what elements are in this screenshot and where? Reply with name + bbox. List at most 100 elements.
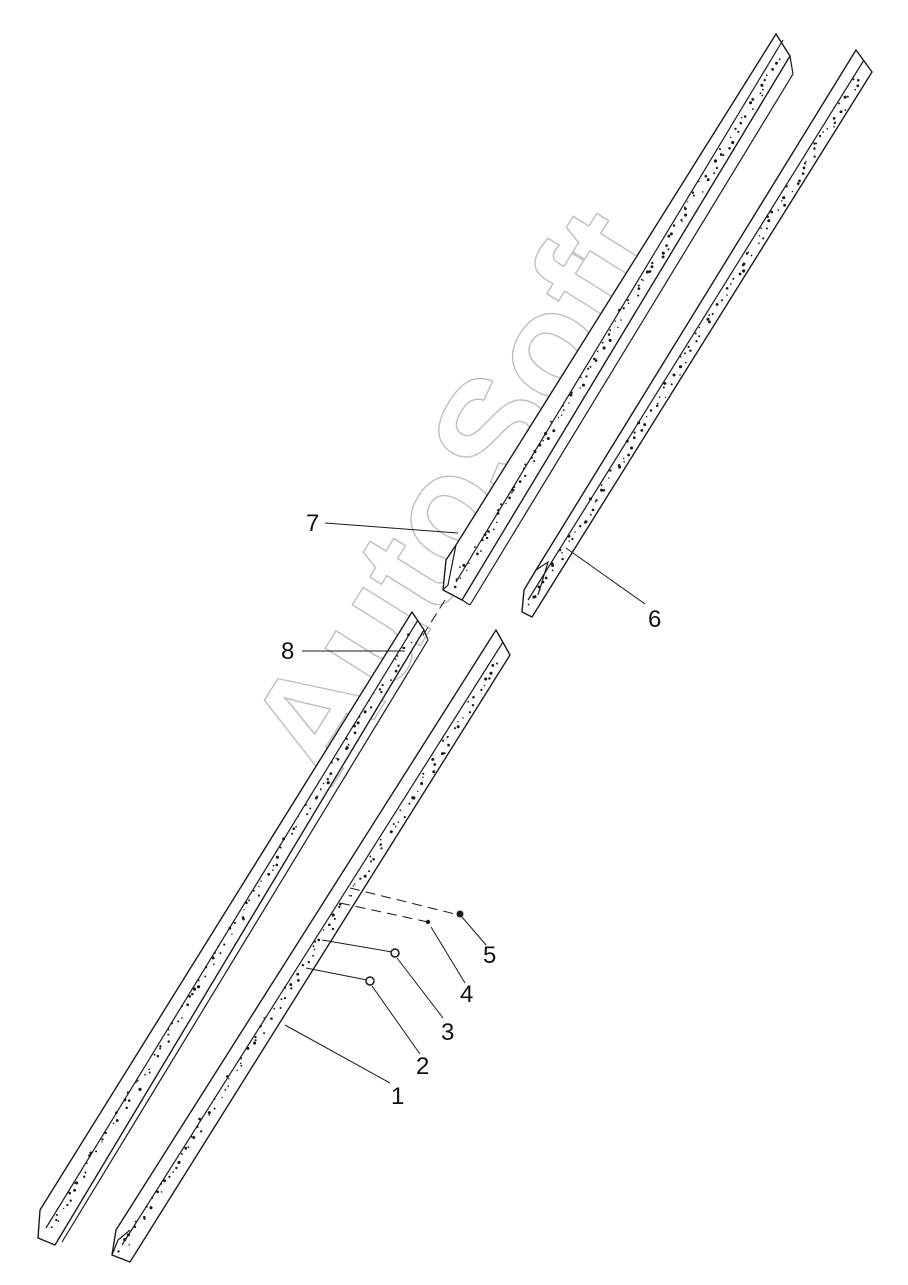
perforation-dot: [747, 251, 750, 254]
perforation-dot: [352, 885, 355, 887]
perforation-dot: [762, 237, 765, 240]
perforation-dot: [726, 294, 728, 296]
perforation-dot: [567, 534, 571, 538]
perforation-dot: [126, 1091, 130, 1094]
perforation-dot: [627, 453, 630, 457]
perforation-dot: [347, 743, 350, 746]
perforation-dot: [143, 1218, 146, 1221]
perforation-dot: [219, 952, 222, 955]
perforation-dot: [117, 1250, 120, 1253]
perforation-dot: [153, 1053, 156, 1056]
perforation-dot: [213, 951, 216, 955]
perforation-dot: [622, 307, 625, 310]
perforation-dot: [397, 664, 400, 667]
perforation-dot: [552, 429, 556, 433]
perforation-dot: [560, 414, 563, 416]
perforation-dot: [833, 125, 835, 128]
perforation-dot: [160, 1191, 163, 1193]
callout-6: 6: [648, 606, 661, 633]
perforation-dot: [422, 772, 425, 775]
perforation-dot: [263, 1032, 266, 1035]
perforation-dot: [156, 1054, 160, 1058]
perforation-dot: [602, 346, 606, 350]
perforation-dot: [594, 359, 598, 362]
part-4-washer: [425, 919, 431, 925]
perforation-dot: [272, 869, 274, 871]
perforation-dot: [368, 699, 370, 702]
perforation-dot: [609, 329, 612, 332]
perforation-dot: [270, 1017, 273, 1020]
perforation-dot: [257, 894, 260, 897]
perforation-dot: [363, 874, 367, 878]
perforation-dot: [600, 484, 603, 487]
perforation-dot: [741, 263, 745, 267]
perforation-dot: [95, 1150, 98, 1153]
perforation-dot: [704, 174, 708, 178]
perforation-dot: [669, 232, 673, 236]
perforation-dot: [138, 1087, 142, 1091]
perforation-dot: [561, 557, 564, 561]
perforation-dot: [330, 761, 333, 764]
perforation-dot: [453, 585, 457, 589]
perforation-dot: [771, 68, 774, 71]
perforation-dot: [751, 98, 755, 101]
perforation-dot: [625, 439, 629, 443]
perforation-dot: [813, 142, 816, 145]
perforation-dot: [197, 979, 200, 982]
leader-lines: [284, 522, 646, 1084]
perforation-dot: [640, 278, 643, 281]
perforation-dot: [380, 847, 383, 850]
perforation-dot: [500, 503, 503, 506]
perforation-dot: [372, 692, 375, 694]
perforation-dot: [765, 227, 769, 230]
perforation-dot: [558, 548, 562, 552]
part-6-upper-rail: [521, 49, 873, 618]
perforation-dot: [585, 375, 588, 378]
perforation-dot: [459, 577, 462, 579]
perforation-dot: [253, 1041, 257, 1045]
perforation-dot: [833, 121, 837, 125]
leader-7: [324, 522, 459, 534]
perforation-dot: [457, 720, 459, 723]
perforation-dot: [301, 964, 305, 967]
perforation-dot: [761, 94, 764, 97]
perforation-dot: [254, 1035, 257, 1039]
perforation-dot: [135, 1081, 137, 1084]
perforation-dot: [591, 508, 595, 512]
perforation-dot: [780, 199, 783, 202]
perforation-dot: [832, 117, 836, 120]
perforation-dot: [533, 595, 537, 599]
perforation-dot: [538, 588, 541, 591]
perforation-dot: [246, 1046, 250, 1050]
perforation-dot: [275, 855, 279, 859]
perforation-dot: [66, 1203, 69, 1207]
perforation-dot: [468, 562, 470, 564]
perforation-dot: [259, 1024, 262, 1028]
perforation-dot: [550, 420, 552, 423]
perforation-dot: [167, 1028, 170, 1031]
perforation-dot: [777, 209, 780, 211]
perforation-dot: [667, 248, 670, 251]
perforation-dot: [485, 536, 489, 540]
perforation-dot: [791, 190, 794, 193]
perforation-dot: [698, 180, 700, 183]
perforation-dot: [568, 402, 570, 404]
perforation-dot: [329, 772, 333, 775]
perforation-dot: [713, 172, 716, 175]
perforation-dot: [267, 872, 271, 876]
perforation-dot: [608, 338, 612, 342]
perforation-dot: [857, 79, 860, 82]
perforation-dot: [372, 857, 375, 861]
perforation-dot: [83, 1175, 86, 1178]
perforation-dot: [356, 721, 360, 725]
perforation-dot: [159, 1045, 162, 1048]
perforation-dot: [228, 1078, 230, 1080]
perforation-dot: [661, 251, 665, 255]
perforation-dot: [156, 1190, 160, 1194]
perforation-dot: [322, 929, 325, 931]
perforation-dot: [236, 1069, 238, 1072]
perforation-dot: [546, 436, 550, 441]
perforation-dot: [645, 270, 650, 274]
perforation-dot: [186, 1003, 190, 1007]
perforation-dot: [557, 416, 560, 419]
